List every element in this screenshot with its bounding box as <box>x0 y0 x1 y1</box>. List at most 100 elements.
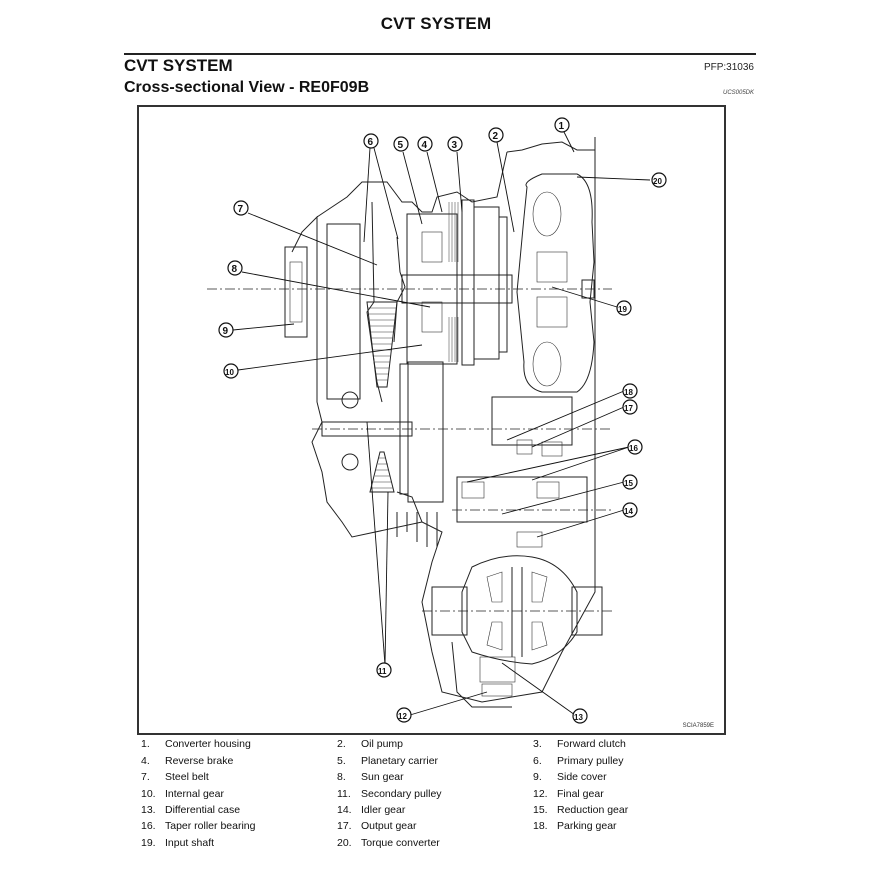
planetary-pinion-upper <box>421 231 443 263</box>
legend-item: 10.Internal gear <box>141 788 224 800</box>
svg-text:11: 11 <box>378 667 387 676</box>
svg-text:17: 17 <box>624 404 633 413</box>
svg-text:15: 15 <box>624 479 633 488</box>
final-gear-hub <box>479 656 516 683</box>
svg-text:20: 20 <box>653 177 662 186</box>
legend-item: 20.Torque converter <box>337 837 440 849</box>
callout-12: 12 <box>396 707 412 723</box>
legend-item: 13.Differential case <box>141 804 241 816</box>
callout-17: 17 <box>622 399 638 415</box>
differential-side-left <box>431 586 468 636</box>
callout-3: 3 <box>447 136 463 152</box>
legend-item: 16.Taper roller bearing <box>141 820 256 832</box>
secondary-pulley-body <box>407 361 444 503</box>
planetary-pinion-lower <box>421 301 443 333</box>
svg-text:8: 8 <box>232 264 238 275</box>
legend-item: 6.Primary pulley <box>533 755 624 767</box>
svg-text:18: 18 <box>624 388 633 397</box>
svg-text:4: 4 <box>422 140 428 151</box>
oil-pump-plate <box>498 216 508 353</box>
callout-15: 15 <box>622 474 638 490</box>
steel-belt-hatch <box>368 307 396 381</box>
legend-item: 2.Oil pump <box>337 738 404 750</box>
side-cover-bearing <box>289 261 303 323</box>
svg-text:6: 6 <box>368 137 374 148</box>
forward-clutch-drum <box>461 199 475 366</box>
reduction-gear-shaft <box>456 476 588 523</box>
differential-side-right <box>571 586 603 636</box>
planetary-gear-set <box>406 213 458 365</box>
steel-belt-lower-hatch <box>372 457 393 489</box>
figure-id: SCIA7859E <box>682 723 714 729</box>
svg-text:10: 10 <box>225 368 234 377</box>
side-gear-upper-right <box>531 571 548 603</box>
side-gear-lower-right <box>531 621 548 651</box>
side-cover-shape <box>284 246 308 338</box>
case-left-shape <box>291 215 423 538</box>
callout-5: 5 <box>393 136 409 152</box>
callout-11: 11 <box>376 662 392 678</box>
steel-belt-lower <box>369 451 395 493</box>
legend-item: 18.Parking gear <box>533 820 617 832</box>
legend-item: 9.Side cover <box>533 771 607 783</box>
svg-text:7: 7 <box>238 204 244 215</box>
cross-section-figure: 1 2 3 4 5 6 7 8 9 10 11 12 13 14 15 16 1… <box>137 105 726 735</box>
torque-converter-turbine-upper <box>532 191 562 237</box>
differential-case-shape <box>461 555 578 665</box>
side-gear-lower-left <box>486 621 503 651</box>
idler-gear-shape <box>516 531 543 548</box>
taper-bearing-right <box>536 481 560 499</box>
svg-text:16: 16 <box>629 444 638 453</box>
svg-text:12: 12 <box>398 712 407 721</box>
legend-item: 11.Secondary pulley <box>337 788 442 800</box>
output-gear-housing <box>491 396 573 446</box>
callout-14: 14 <box>622 502 638 518</box>
primary-pulley-left <box>366 201 383 403</box>
svg-text:19: 19 <box>618 305 627 314</box>
callout-1: 1 <box>554 117 570 133</box>
cvt-cross-section-drawing: 1 2 3 4 5 6 7 8 9 10 11 12 13 14 15 16 1… <box>207 117 667 724</box>
legend-item: 19.Input shaft <box>141 837 215 849</box>
output-gear-shape <box>541 441 563 457</box>
legend-item: 12.Final gear <box>533 788 604 800</box>
taper-bearing-left <box>461 481 485 499</box>
callout-4: 4 <box>417 136 433 152</box>
primary-pulley-fixed-sheave <box>326 223 361 400</box>
callout-6: 6 <box>363 133 379 149</box>
side-gear-upper-left <box>486 571 503 603</box>
callout-16: 16 <box>627 439 643 455</box>
secondary-bearing-lower <box>341 453 359 471</box>
callout-8: 8 <box>227 260 243 276</box>
svg-text:1: 1 <box>559 121 565 132</box>
legend-item: 3.Forward clutch <box>533 738 626 750</box>
clutch-plates <box>448 202 459 362</box>
svg-text:2: 2 <box>493 131 499 142</box>
legend-item: 17.Output gear <box>337 820 417 832</box>
case-ribs <box>396 512 438 547</box>
steel-belt-upper <box>366 301 398 388</box>
legend-item: 14.Idler gear <box>337 804 406 816</box>
torque-converter-turbine-lower <box>532 341 562 387</box>
callout-9: 9 <box>218 322 234 338</box>
case-bottom-shape <box>451 641 512 708</box>
secondary-bearing-upper <box>341 391 359 409</box>
converter-housing-shape <box>396 141 596 703</box>
leader-lines <box>232 131 651 716</box>
legend-item: 7.Steel belt <box>141 771 209 783</box>
torque-converter-hub-lower <box>536 296 568 328</box>
legend-item: 15.Reduction gear <box>533 804 629 816</box>
callout-10: 10 <box>223 363 239 379</box>
case-top-shape <box>316 151 508 218</box>
callout-2: 2 <box>488 127 504 143</box>
torque-converter-shape <box>516 173 595 393</box>
svg-text:3: 3 <box>452 140 458 151</box>
legend-item: 5.Planetary carrier <box>337 755 439 767</box>
torque-converter-hub-upper <box>536 251 568 283</box>
pfp-code: PFP:31036 <box>703 62 754 73</box>
callout-18: 18 <box>622 383 638 399</box>
section-title: CVT SYSTEM <box>124 56 233 75</box>
callout-13: 13 <box>572 708 588 724</box>
svg-text:13: 13 <box>574 713 583 722</box>
oil-pump-body <box>473 206 500 360</box>
svg-text:5: 5 <box>398 140 404 151</box>
